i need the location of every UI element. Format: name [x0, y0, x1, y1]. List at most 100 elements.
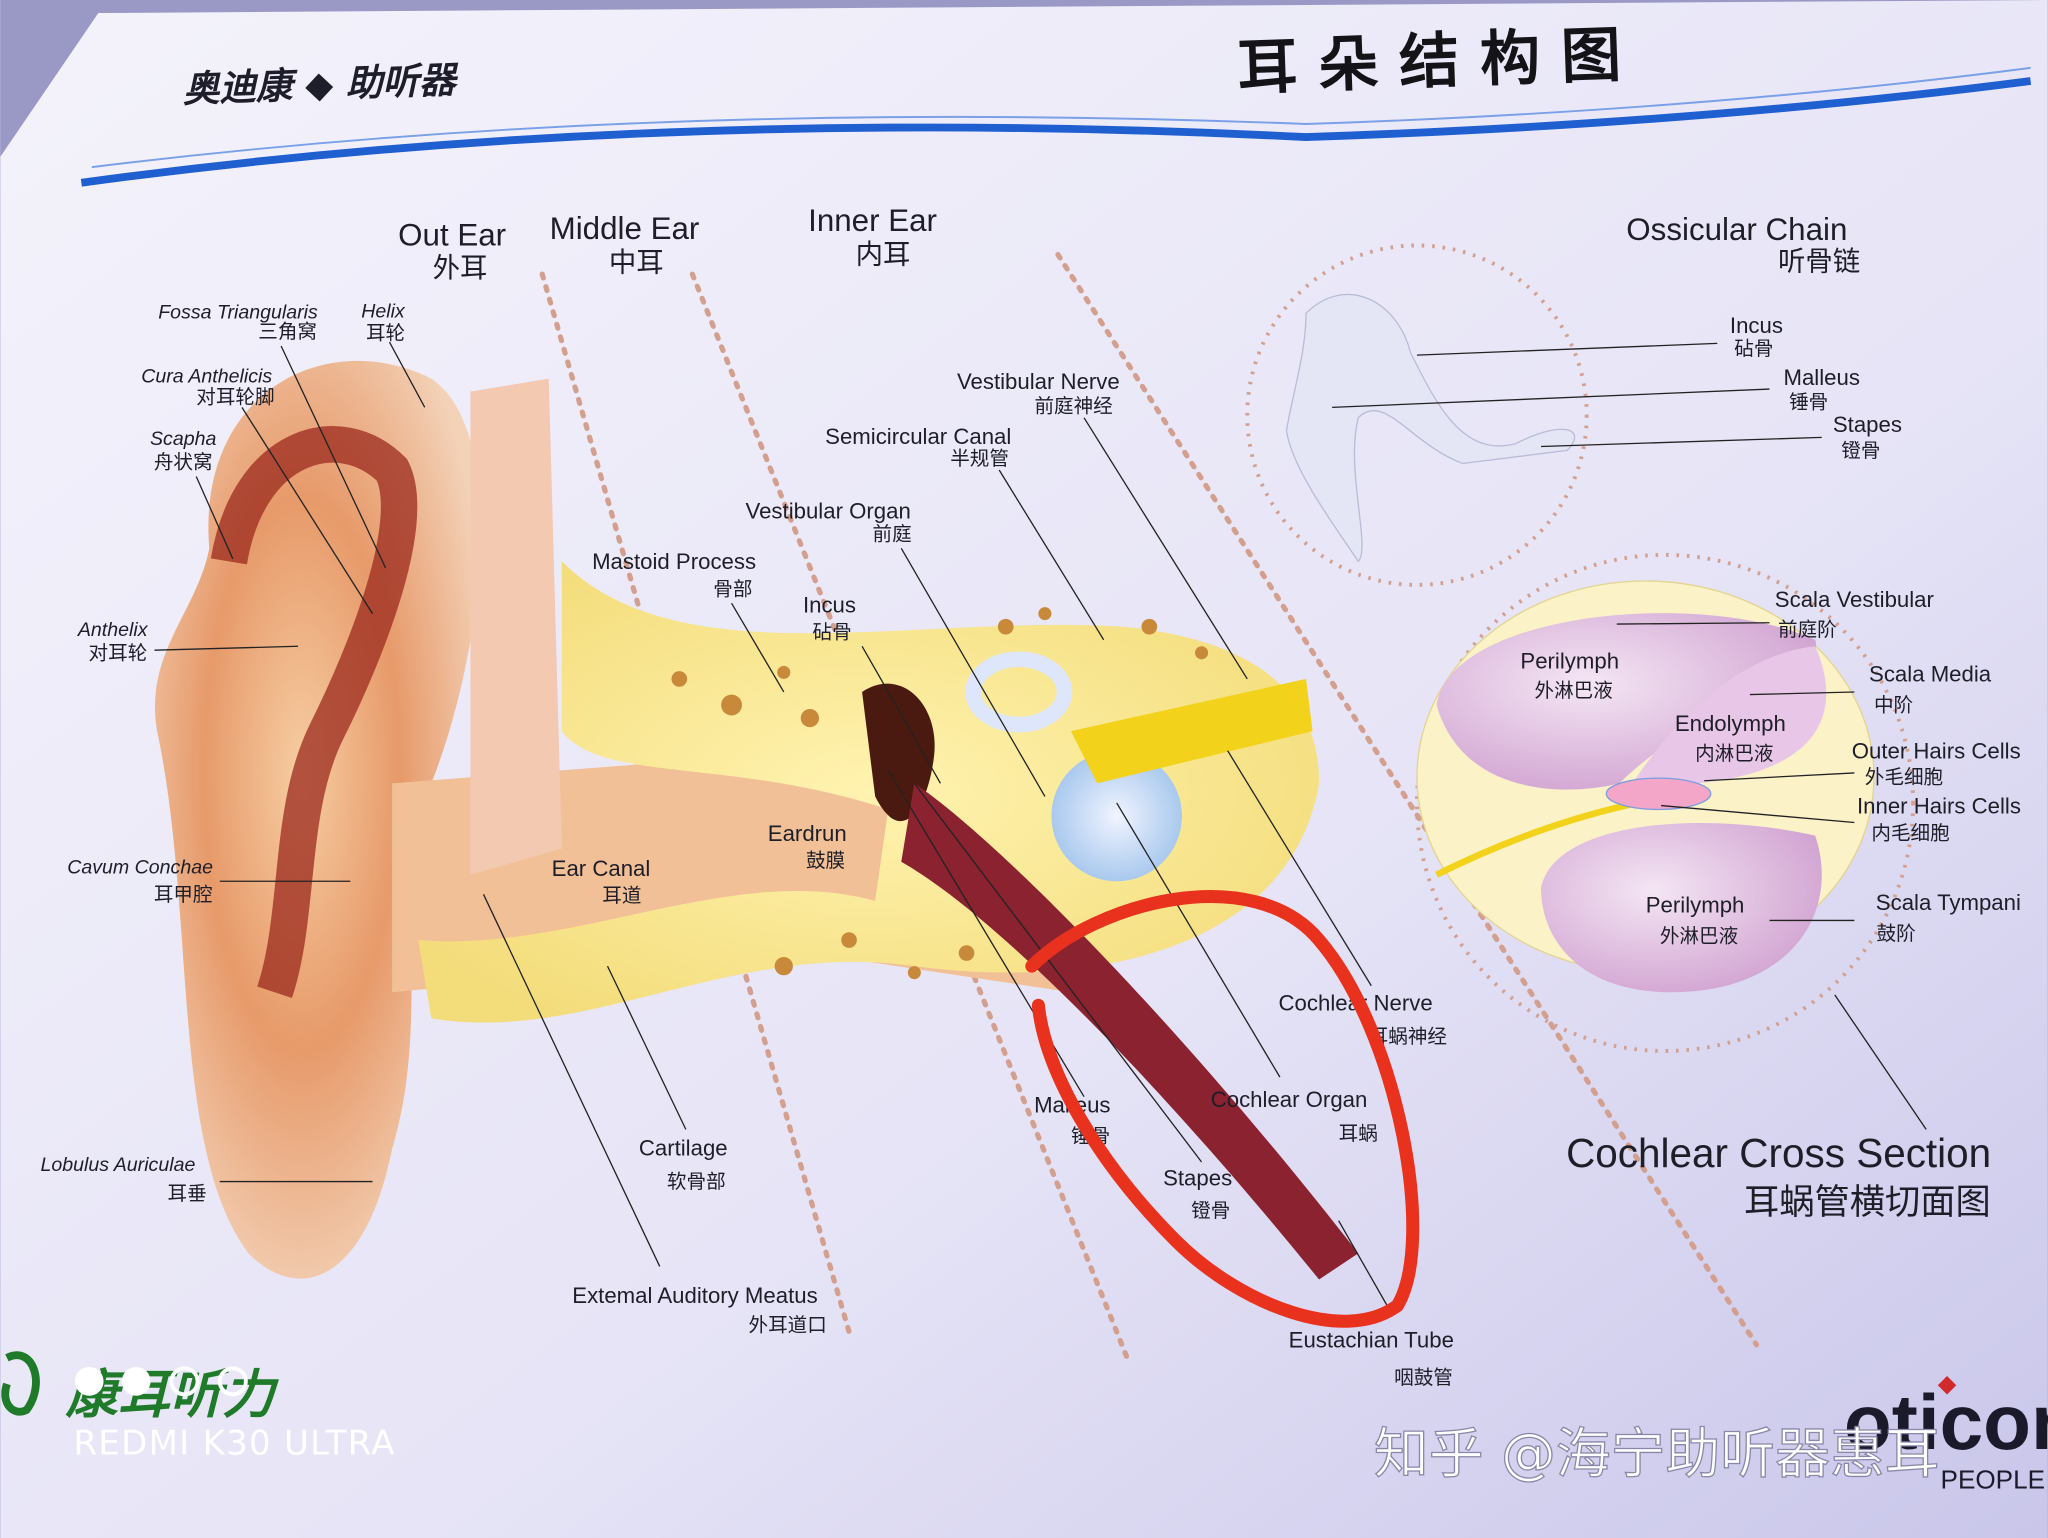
camera-watermark: REDMI K30 ULTRA — [74, 1366, 396, 1463]
heading-zh: 耳蜗管横切面图 — [1744, 1182, 1991, 1223]
label-en: Cochlear Organ — [1211, 1087, 1368, 1112]
oticon-red-diamond-icon — [1937, 1376, 1957, 1395]
label-en: Helix — [361, 300, 406, 322]
skin-layer — [470, 378, 562, 875]
cochlear-section-frame — [1415, 552, 1916, 1053]
red-circle-annotation — [1025, 890, 1420, 1328]
label-zh: 耳轮 — [366, 321, 405, 344]
dot-filled-icon — [74, 1366, 104, 1396]
label-zh: 外毛细胞 — [1865, 765, 1943, 788]
heading-zh: 内耳 — [856, 240, 911, 271]
label-zh: 锤骨 — [1789, 391, 1828, 414]
label-zh: 鼓阶 — [1877, 922, 1916, 945]
label-scala-tympani: Scala Tympani 鼓阶 — [1876, 890, 2021, 945]
poster-title: 耳 朵 结 构 图 — [1236, 20, 1622, 103]
eustachian-tube-illustration — [901, 783, 1359, 1280]
scala-vestibuli-shape — [1436, 613, 1817, 790]
header-thin-swoosh — [91, 66, 2031, 169]
label-en: Scala Media — [1869, 662, 1992, 687]
bone-pores — [671, 607, 1209, 980]
label-en: Eustachian Tube — [1289, 1327, 1454, 1352]
label-en: Incus — [1730, 313, 1783, 338]
label-en: Semicircular Canal — [825, 424, 1011, 449]
label-en: Incus — [803, 592, 856, 617]
heading-en: Ossicular Chain — [1626, 212, 1847, 247]
label-zh: 鼓膜 — [806, 849, 845, 872]
label-zh: 耳蜗 — [1339, 1122, 1378, 1145]
label-en: Malleus — [1783, 365, 1859, 390]
label-zh: 舟状窝 — [154, 451, 213, 474]
scala-media-shape — [1632, 646, 1827, 784]
label-en: Fossa Triangularis — [158, 302, 318, 324]
label-en: Cartilage — [639, 1135, 728, 1160]
heading-en: Middle Ear — [550, 211, 700, 246]
label-endolymph: Endolymph 内淋巴液 — [1675, 711, 1786, 765]
camera-model-text: REDMI K30 ULTRA — [74, 1423, 396, 1463]
label-en: Scala Tympani — [1876, 890, 2021, 915]
label-en: Lobulus Auriculae — [40, 1154, 195, 1176]
label-zh: 砧骨 — [1734, 337, 1773, 360]
semicircular-canal-illustration — [965, 651, 1073, 733]
cochlear-nerve-illustration — [1071, 678, 1313, 784]
oticon-logo: oticon PEOPLE — [1844, 1376, 2048, 1494]
leader-lines — [154, 341, 1927, 1313]
heading-en: Cochlear Cross Section — [1566, 1130, 1991, 1176]
label-cochlear-organ: Cochlear Organ 耳蜗 — [1211, 1087, 1378, 1145]
label-zh: 对耳轮 — [89, 641, 148, 664]
label-zh: 外淋巴液 — [1660, 925, 1738, 948]
dot-outline-icon — [169, 1366, 200, 1397]
label-zh: 三角窝 — [258, 320, 317, 343]
label-incus: Incus 砧骨 — [803, 592, 856, 643]
brand-name: 奥迪康 ◆ 助听器 — [182, 58, 460, 111]
label-zh: 砧骨 — [812, 620, 851, 643]
label-en: Anthelix — [77, 619, 149, 641]
heading-zh: 中耳 — [609, 248, 664, 279]
label-zh: 外耳道口 — [749, 1314, 827, 1337]
label-en: Stapes — [1833, 412, 1902, 437]
label-eustachian-tube: Eustachian Tube 咽鼓管 — [1289, 1327, 1454, 1389]
label-zh: 耳甲腔 — [154, 883, 213, 906]
label-cavum-conchae: Cavum Conchae 耳甲腔 — [67, 856, 213, 905]
label-en: Outer Hairs Cells — [1852, 739, 2021, 764]
zhihu-watermark: 知乎 @海宁助听器惠耳 — [1374, 1422, 1940, 1486]
label-en: Vestibular Nerve — [957, 369, 1120, 394]
label-en: Mastoid Process — [592, 549, 756, 574]
ossicles-illustration — [1285, 293, 1576, 563]
label-zh: 镫骨 — [1191, 1199, 1230, 1222]
dot-outline-icon — [217, 1366, 248, 1397]
heading-en: Inner Ear — [808, 203, 937, 238]
label-en: Scapha — [150, 428, 217, 450]
label-en: Endolymph — [1675, 711, 1786, 736]
scala-tympani-shape — [1541, 822, 1822, 993]
heart-ear-logo-icon — [1, 1351, 40, 1416]
label-en: Cura Anthelicis — [141, 366, 272, 388]
label-en: Scala Vestibular — [1775, 587, 1935, 612]
label-zh: 耳蜗神经 — [1369, 1025, 1447, 1048]
label-zh: 外淋巴液 — [1534, 679, 1612, 702]
label-zh: 半规管 — [950, 447, 1009, 470]
label-en: Cavum Conchae — [67, 856, 213, 878]
label-zh: 咽鼓管 — [1394, 1366, 1453, 1389]
oticon-tagline: PEOPLE — [1941, 1464, 2046, 1494]
label-zh: 对耳轮脚 — [196, 385, 274, 408]
cochlea-illustration — [1051, 750, 1182, 882]
label-zh: 内淋巴液 — [1695, 742, 1773, 765]
